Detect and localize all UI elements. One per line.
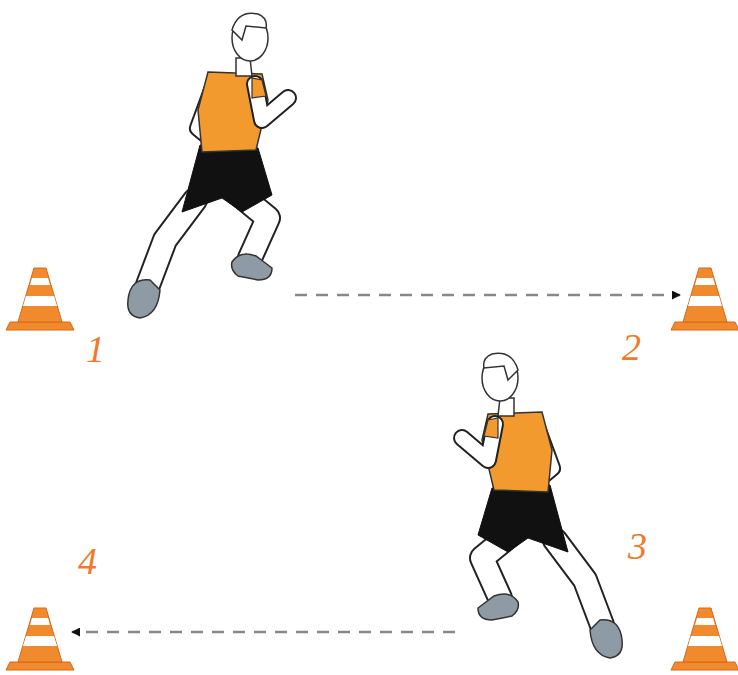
training-cone [6,268,74,330]
run-arrow [72,631,455,634]
callout-number: 4 [78,542,97,580]
callout-number: 1 [86,330,105,368]
callout-number: 2 [622,328,641,366]
training-cone [671,608,738,670]
runner-figure [462,353,622,658]
training-cone [671,268,738,330]
callout-number: 3 [628,527,647,565]
runner-figure [128,13,288,318]
run-arrow [295,294,680,297]
training-cone [6,608,74,670]
